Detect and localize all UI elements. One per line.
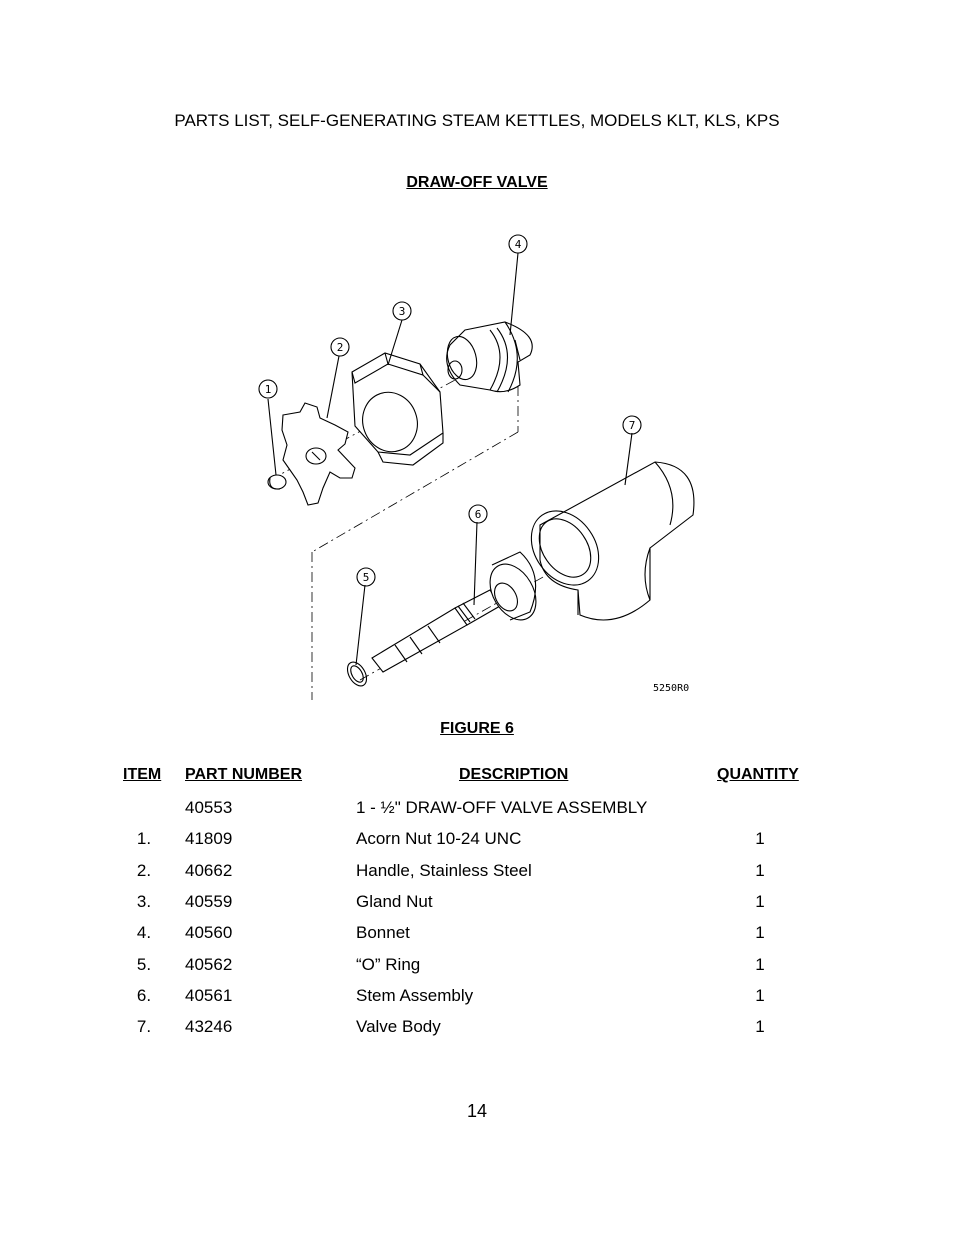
callout-3: 3	[399, 305, 406, 318]
part-number-cell: 40559	[185, 892, 233, 911]
quantity-cell: 1	[755, 892, 765, 911]
item-cell: 5.	[136, 955, 152, 974]
description-header: DESCRIPTION	[459, 766, 569, 783]
quantity-cell: 1	[755, 986, 765, 1005]
gland-nut-part	[351, 352, 444, 466]
callout-2: 2	[337, 341, 344, 354]
table-row: 4. 40560 Bonnet 1	[0, 923, 954, 947]
callout-4: 4	[515, 238, 522, 251]
part-number-header: PART NUMBER	[185, 766, 303, 783]
item-cell: 1.	[136, 829, 152, 848]
callout-1: 1	[265, 383, 272, 396]
stem-assembly-part	[371, 551, 537, 673]
description-cell: Gland Nut	[356, 892, 433, 911]
description-cell: “O” Ring	[356, 955, 421, 974]
exploded-view-drawing: 1 2 3 4 5 6 7 5250R0	[258, 234, 695, 700]
table-header-row: ITEM PART NUMBER DESCRIPTION QUANTITY	[0, 766, 954, 790]
section-title: DRAW-OFF VALVE	[406, 174, 548, 191]
o-ring-part	[346, 661, 368, 687]
quantity-cell: 1	[755, 923, 765, 942]
part-number-cell: 40662	[185, 861, 233, 880]
item-cell: 6.	[136, 986, 152, 1005]
part-number-cell: 43246	[185, 1017, 233, 1036]
item-cell: 4.	[136, 923, 152, 942]
part-number-cell: 40560	[185, 923, 233, 942]
table-row: 6. 40561 Stem Assembly 1	[0, 986, 954, 1010]
table-row: 3. 40559 Gland Nut 1	[0, 892, 954, 916]
callout-7: 7	[629, 419, 636, 432]
bonnet-part	[446, 321, 533, 393]
figure-caption: FIGURE 6	[440, 720, 514, 737]
part-number-cell: 40553	[185, 798, 233, 817]
description-cell: Stem Assembly	[356, 986, 474, 1005]
quantity-cell: 1	[755, 829, 765, 848]
quantity-cell: 1	[755, 861, 765, 880]
table-row: 1. 41809 Acorn Nut 10-24 UNC 1	[0, 829, 954, 853]
quantity-cell: 1	[755, 1017, 765, 1036]
valve-body-part	[530, 461, 695, 621]
item-header: ITEM	[123, 766, 162, 783]
drawing-code: 5250R0	[653, 683, 689, 694]
quantity-header: QUANTITY	[717, 766, 799, 783]
item-cell: 7.	[136, 1017, 152, 1036]
description-cell: Acorn Nut 10-24 UNC	[356, 829, 522, 848]
page-number: 14	[466, 1101, 488, 1121]
page-header: PARTS LIST, SELF-GENERATING STEAM KETTLE…	[174, 111, 780, 130]
table-row: 5. 40562 “O” Ring 1	[0, 955, 954, 979]
table-row: 7. 43246 Valve Body 1	[0, 1017, 954, 1041]
part-number-cell: 41809	[185, 829, 233, 848]
quantity-cell: 1	[755, 955, 765, 974]
exploded-view-figure: 1 2 3 4 5 6 7 5250R0	[250, 225, 710, 710]
table-row: 40553 1 - ½" DRAW-OFF VALVE ASSEMBLY	[0, 798, 954, 822]
part-number-cell: 40562	[185, 955, 233, 974]
callout-6: 6	[475, 508, 482, 521]
callout-5: 5	[363, 571, 370, 584]
description-cell: 1 - ½" DRAW-OFF VALVE ASSEMBLY	[356, 798, 648, 817]
description-cell: Bonnet	[356, 923, 410, 942]
acorn-nut-part	[267, 474, 287, 490]
item-cell: 3.	[136, 892, 152, 911]
star-handle-part	[281, 402, 356, 506]
item-cell: 2.	[136, 861, 152, 880]
description-cell: Valve Body	[356, 1017, 441, 1036]
table-row: 2. 40662 Handle, Stainless Steel 1	[0, 861, 954, 885]
description-cell: Handle, Stainless Steel	[356, 861, 532, 880]
part-number-cell: 40561	[185, 986, 233, 1005]
